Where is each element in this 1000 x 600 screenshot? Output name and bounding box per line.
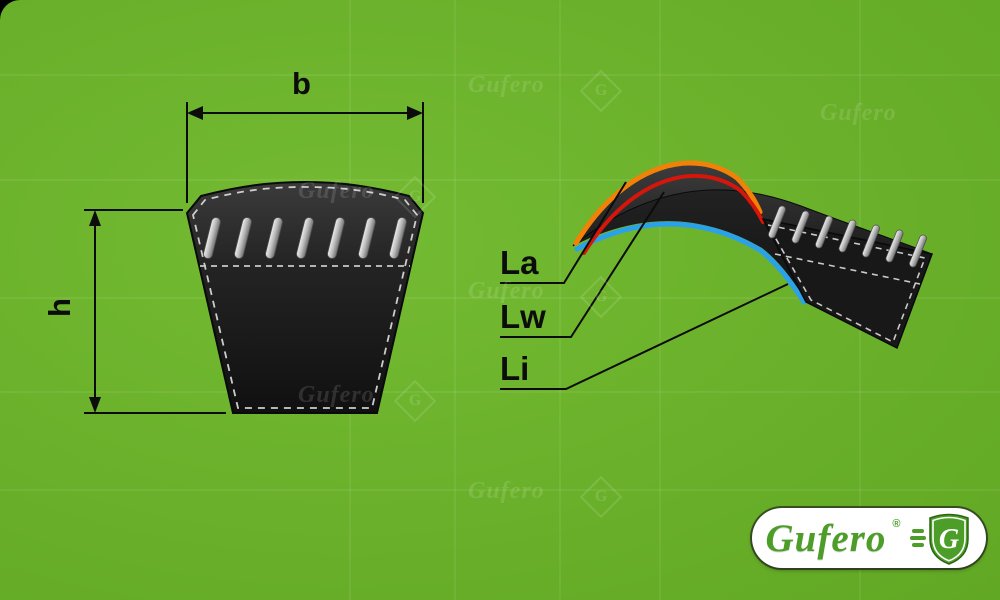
watermark-text: Gufero — [298, 178, 375, 204]
dimension-b — [186, 102, 424, 203]
belt-3d — [572, 160, 934, 350]
belt-label-inner-length: Li — [500, 350, 530, 387]
brand-shield-letter: G — [939, 524, 959, 555]
cord-pins-3d — [768, 205, 927, 268]
cord-line-dashed-3d — [774, 253, 921, 285]
watermark-text: Gufero — [820, 100, 897, 126]
belt-label-outer-length: La — [500, 244, 539, 281]
watermark-text: Gufero — [298, 382, 375, 408]
belt-body — [185, 180, 425, 414]
brand-logo: Gufero ® G — [752, 508, 986, 568]
watermark-text: Gufero — [468, 478, 545, 504]
dimension-width-label: b — [292, 66, 311, 101]
watermark-emblem-letter: G — [408, 187, 422, 205]
belt-3d-pitch-line — [582, 173, 765, 255]
belt-3d-inner-edge-line — [574, 221, 807, 305]
dimension-h — [84, 209, 226, 414]
watermark-text: Gufero — [468, 72, 545, 98]
watermark-emblem-letter: G — [594, 487, 608, 505]
watermark-text: Gufero — [468, 278, 545, 304]
watermark-emblem-letter: G — [594, 81, 608, 99]
leader-lw — [500, 191, 665, 338]
watermark-emblem-letter: G — [594, 287, 608, 305]
belt-label-pitch-length: Lw — [500, 298, 546, 335]
leader-lines — [500, 181, 789, 390]
belt-cross-section — [185, 180, 425, 414]
dimension-height-label: h — [41, 298, 77, 317]
brand-shield-icon: G — [910, 513, 970, 565]
leader-li — [500, 283, 789, 390]
watermark-emblem-letter: G — [408, 391, 422, 409]
brand-logo-text: Gufero — [765, 516, 887, 560]
leader-la — [500, 181, 627, 284]
registered-trademark-mark: ® — [892, 518, 901, 530]
belt-3d-outer-edge-line — [573, 160, 763, 246]
cord-pins-cross-section — [203, 217, 407, 259]
